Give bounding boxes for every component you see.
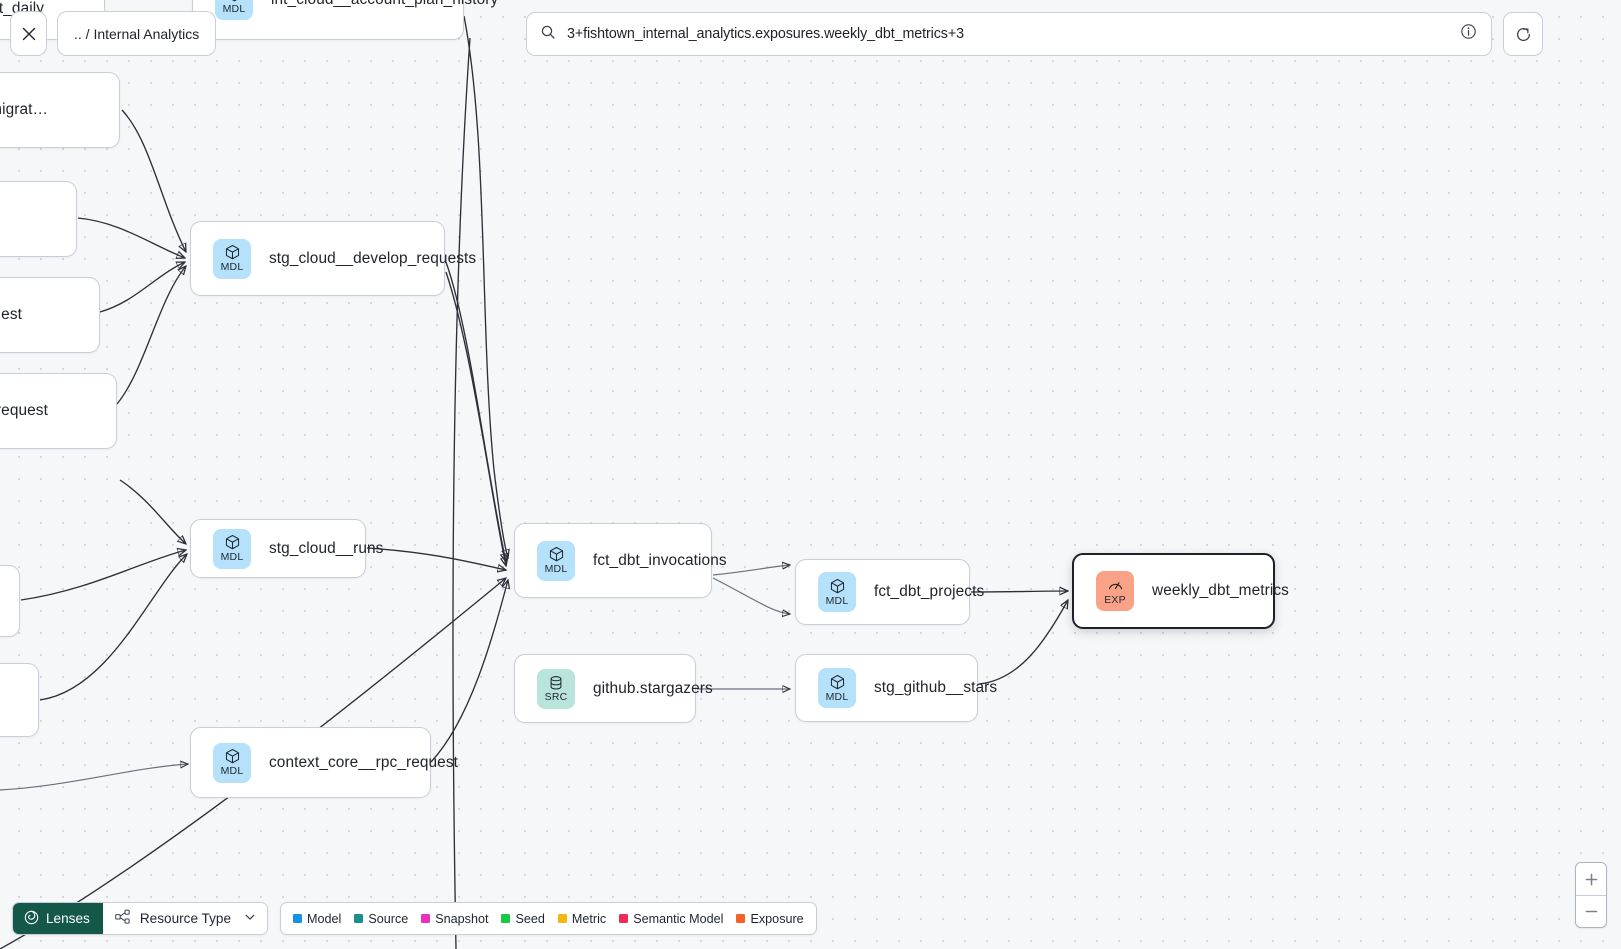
graph-node-fct_dbt_invocations[interactable]: MDL fct_dbt_invocations xyxy=(514,523,727,598)
info-circle-icon[interactable] xyxy=(1460,23,1477,45)
node-badge-code: MDL xyxy=(222,2,246,15)
graph-node-dev_request_b[interactable]: velop_request xyxy=(0,277,100,353)
node-label: fct_dbt_invocations xyxy=(593,551,727,569)
legend-label: Model xyxy=(307,911,342,926)
legend-label: Exposure xyxy=(750,911,804,926)
search-icon xyxy=(540,24,556,45)
node-label: int_cloud__account_plan_history xyxy=(271,0,498,9)
graph-node-github_stargazers[interactable]: SRC github.stargazers xyxy=(514,654,713,723)
lens-controls-group: Lenses Resource Type xyxy=(12,902,269,935)
legend-swatch-icon xyxy=(557,914,567,923)
legend-item-model[interactable]: Model xyxy=(293,912,341,926)
node-badge-code: MDL xyxy=(220,765,244,777)
node-badge-cube-icon: MDL xyxy=(213,238,251,279)
lenses-button[interactable]: Lenses xyxy=(13,903,103,934)
node-label: weekly_dbt_metrics xyxy=(1152,582,1289,599)
graph-node-stg_cloud_develop_requests[interactable]: MDL stg_cloud__develop_requests xyxy=(190,221,476,296)
node-badge-code: MDL xyxy=(825,594,849,607)
node-badge-code: MDL xyxy=(220,551,244,563)
legend-item-exposure[interactable]: Exposure xyxy=(736,911,804,926)
node-badge-gauge-icon: EXP xyxy=(1096,571,1134,611)
resource-type-legend: Model Source Snapshot Seed Metric Semantic Mo… xyxy=(280,902,817,935)
legend-swatch-icon xyxy=(501,914,511,923)
node-label: github.stargazers xyxy=(593,679,713,697)
graph-node-dev_request_a[interactable]: p_request xyxy=(0,181,77,257)
node-label: stg_github__stars xyxy=(874,679,998,696)
node-label: context_core__rpc_request xyxy=(269,753,459,771)
node-badge-cube-icon: MDL xyxy=(537,540,575,581)
graph-node-stg_github_stars[interactable]: MDL stg_github__stars xyxy=(795,654,997,722)
bottom-toolbar: Lenses Resource Type xyxy=(12,902,817,935)
legend-item-metric[interactable]: Metric xyxy=(557,911,607,926)
node-label: velop_request xyxy=(0,306,22,323)
legend-label: Metric xyxy=(571,911,607,926)
resource-type-dropdown[interactable]: Resource Type xyxy=(102,903,268,934)
graph-node-int_cloud_acct_plan_hist[interactable]: MDL int_cloud__account_plan_history xyxy=(192,0,498,40)
node-badge-code: SRC xyxy=(544,690,568,703)
legend-swatch-icon xyxy=(293,914,303,923)
legend-swatch-icon xyxy=(421,914,431,923)
zoom-controls xyxy=(1575,862,1607,928)
node-badge-code: MDL xyxy=(544,563,568,575)
legend-swatch-icon xyxy=(619,914,629,923)
plus-icon xyxy=(1585,873,1597,885)
graph-node-weekly_dbt_metrics[interactable]: EXP weekly_dbt_metrics xyxy=(1072,553,1289,629)
node-label: stg_cloud__runs xyxy=(269,539,384,557)
legend-item-semantic-model[interactable]: Semantic Model xyxy=(619,912,723,926)
legend-label: Seed xyxy=(515,911,545,926)
graph-node-partial_n[interactable]: n xyxy=(0,565,20,637)
zoom-out-button[interactable] xyxy=(1576,895,1606,927)
node-badge-cube-icon: MDL xyxy=(213,742,251,783)
lens-spiral-icon xyxy=(24,910,39,928)
legend-label: Semantic Model xyxy=(633,911,724,926)
legend-item-source[interactable]: Source xyxy=(354,912,408,926)
node-graph-icon xyxy=(115,909,131,928)
node-label: multicell_migrat… xyxy=(0,101,48,118)
close-button[interactable] xyxy=(10,11,47,56)
legend-item-seed[interactable]: Seed xyxy=(501,911,545,926)
lenses-label: Lenses xyxy=(46,911,90,926)
graph-node-dev_request_c[interactable]: _develop_request xyxy=(0,373,117,449)
refresh-button[interactable] xyxy=(1503,12,1543,56)
node-badge-database-icon: SRC xyxy=(537,668,575,709)
node-label: fct_dbt_projects xyxy=(874,583,985,600)
graph-node-context_core_rpc_request[interactable]: MDL context_core__rpc_request xyxy=(190,727,458,798)
node-badge-code: MDL xyxy=(825,690,849,703)
node-badge-code: MDL xyxy=(220,261,244,273)
graph-node-partial_run[interactable]: _run xyxy=(0,663,39,737)
node-badge-code: EXP xyxy=(1104,593,1126,606)
graph-node-fct_dbt_projects[interactable]: MDL fct_dbt_projects xyxy=(795,559,984,625)
chevron-down-icon xyxy=(244,911,256,926)
legend-label: Source xyxy=(368,911,409,926)
legend-item-snapshot[interactable]: Snapshot xyxy=(421,912,488,926)
graph-node-multicell_migration[interactable]: multicell_migrat… xyxy=(0,72,120,148)
node-label: _develop_request xyxy=(0,402,48,419)
breadcrumb[interactable]: .. / Internal Analytics xyxy=(57,11,217,56)
node-label: stg_cloud__develop_requests xyxy=(269,249,477,267)
node-badge-cube-icon: MDL xyxy=(215,0,253,20)
legend-label: Snapshot xyxy=(435,911,489,926)
search-input[interactable]: 3+fishtown_internal_analytics.exposures.… xyxy=(567,26,964,42)
search-bar[interactable]: 3+fishtown_internal_analytics.exposures.… xyxy=(526,12,1492,56)
zoom-in-button[interactable] xyxy=(1576,863,1606,895)
legend-swatch-icon xyxy=(354,914,364,923)
top-toolbar: .. / Internal Analytics 3+fishtown_inter… xyxy=(0,0,1621,66)
graph-node-stg_cloud_runs[interactable]: MDL stg_cloud__runs xyxy=(190,519,383,578)
breadcrumb-label: .. / Internal Analytics xyxy=(74,25,200,42)
node-badge-cube-icon: MDL xyxy=(818,668,856,708)
resource-type-label: Resource Type xyxy=(139,911,232,926)
refresh-icon xyxy=(1516,27,1530,41)
node-badge-cube-icon: MDL xyxy=(818,572,856,612)
minus-icon xyxy=(1585,910,1597,913)
legend-swatch-icon xyxy=(736,914,746,923)
node-badge-cube-icon: MDL xyxy=(213,528,251,569)
close-icon xyxy=(22,27,35,40)
